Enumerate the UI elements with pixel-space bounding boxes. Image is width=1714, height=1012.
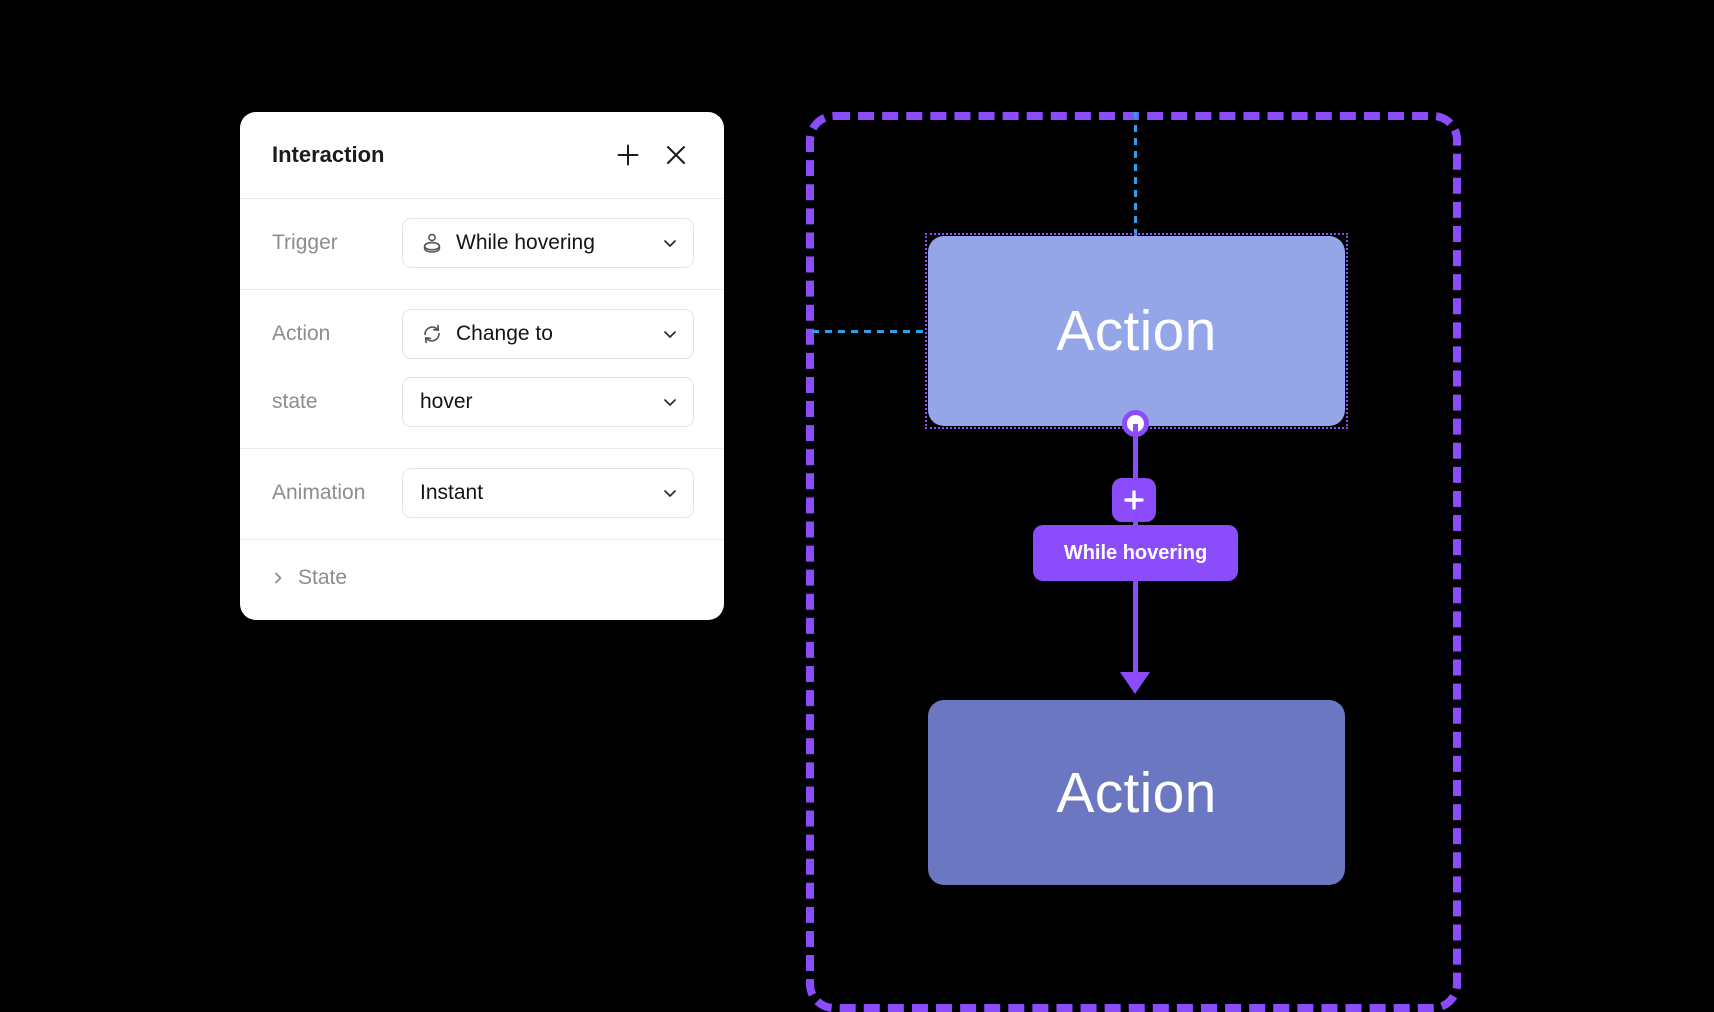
divider — [240, 539, 724, 540]
action-label: Action — [272, 322, 331, 345]
chevron-right-icon — [270, 570, 286, 586]
connector-trigger-badge[interactable]: While hovering — [1033, 525, 1238, 581]
trigger-label: Trigger — [272, 231, 338, 254]
state-select[interactable]: hover — [402, 377, 694, 427]
divider — [240, 289, 724, 290]
plus-icon — [615, 142, 641, 168]
chevron-down-icon — [661, 325, 679, 343]
animation-label: Animation — [272, 481, 366, 504]
action-row: Action Change to — [240, 300, 724, 368]
state-value: hover — [420, 390, 473, 413]
action-select[interactable]: Change to — [402, 309, 694, 359]
hover-pointer-icon — [420, 231, 444, 255]
trigger-select[interactable]: While hovering — [402, 218, 694, 268]
alignment-guide-horizontal — [812, 330, 930, 333]
plus-icon — [1123, 489, 1145, 511]
change-to-swap-icon — [420, 322, 444, 346]
panel-title: Interaction — [272, 142, 385, 167]
divider — [240, 198, 724, 199]
state-value-row: state hover — [240, 368, 724, 436]
divider — [240, 448, 724, 449]
action-node-default[interactable]: Action — [928, 236, 1345, 426]
chevron-down-icon — [661, 234, 679, 252]
action-node-default-label: Action — [1056, 299, 1217, 363]
state-disclosure-label: State — [298, 566, 348, 589]
close-icon — [663, 142, 689, 168]
panel-header: Interaction — [240, 112, 724, 198]
alignment-guide-vertical — [1134, 112, 1137, 237]
action-section: Action Change to — [240, 290, 724, 448]
trigger-value: While hovering — [456, 231, 595, 254]
animation-section: Animation Instant — [240, 449, 724, 539]
trigger-section: Trigger While hovering — [240, 199, 724, 289]
animation-select[interactable]: Instant — [402, 468, 694, 518]
animation-row: Animation Instant — [240, 459, 724, 527]
animation-value: Instant — [420, 481, 484, 504]
interaction-panel[interactable]: Interaction Trigger — [240, 112, 724, 620]
state-value-label: state — [272, 390, 318, 413]
add-connection-button[interactable] — [1112, 478, 1156, 522]
close-panel-button[interactable] — [658, 137, 694, 173]
action-node-hover-label: Action — [1056, 760, 1217, 825]
trigger-row: Trigger While hovering — [240, 209, 724, 277]
action-value: Change to — [456, 322, 553, 345]
action-node-hover[interactable]: Action — [928, 700, 1345, 885]
connector-arrow — [1120, 672, 1150, 694]
state-disclosure-row[interactable]: State — [240, 540, 724, 620]
chevron-down-icon — [661, 484, 679, 502]
chevron-down-icon — [661, 393, 679, 411]
connector-trigger-badge-label: While hovering — [1063, 541, 1208, 564]
add-interaction-button[interactable] — [610, 137, 646, 173]
